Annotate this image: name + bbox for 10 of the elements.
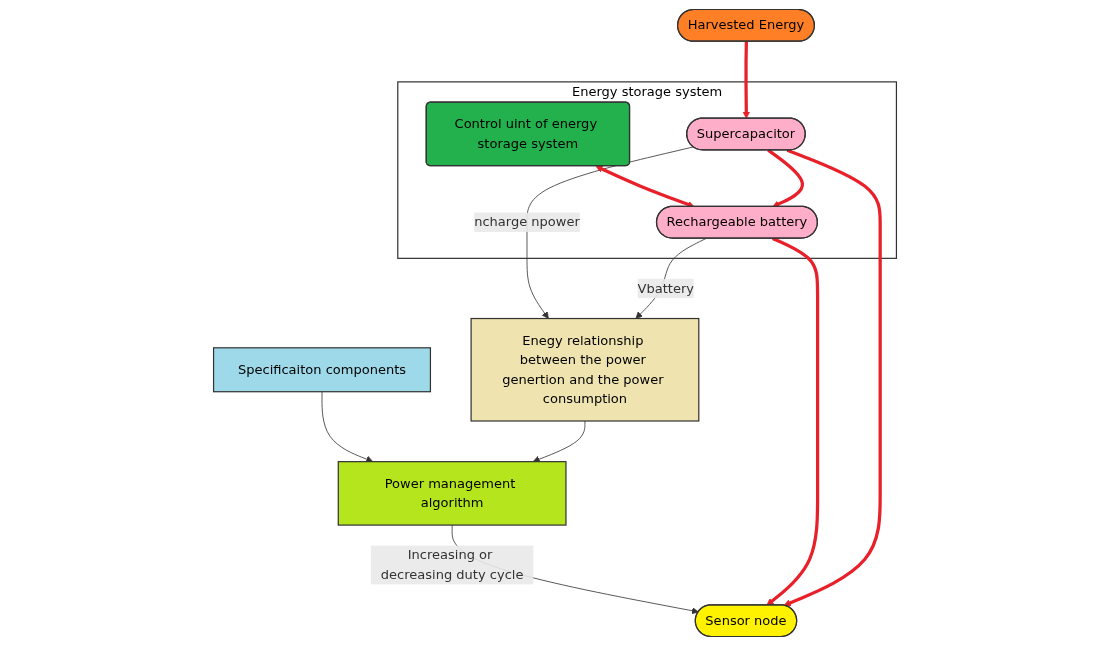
node-box: Specificaiton components: [212, 347, 431, 393]
edge-label: Vbattery: [637, 280, 694, 296]
node-box: Power management algorithm: [337, 461, 567, 526]
edge-label: Increasing or decreasing duty cycle: [380, 547, 523, 583]
arrow: [783, 148, 882, 607]
arrow: [595, 165, 694, 208]
arrow: [766, 148, 804, 208]
node-box: Enegy relationship between the power genertion and the power consumption: [469, 317, 699, 422]
edge-label: ncharge npower: [473, 214, 580, 230]
arrow: [742, 41, 750, 119]
